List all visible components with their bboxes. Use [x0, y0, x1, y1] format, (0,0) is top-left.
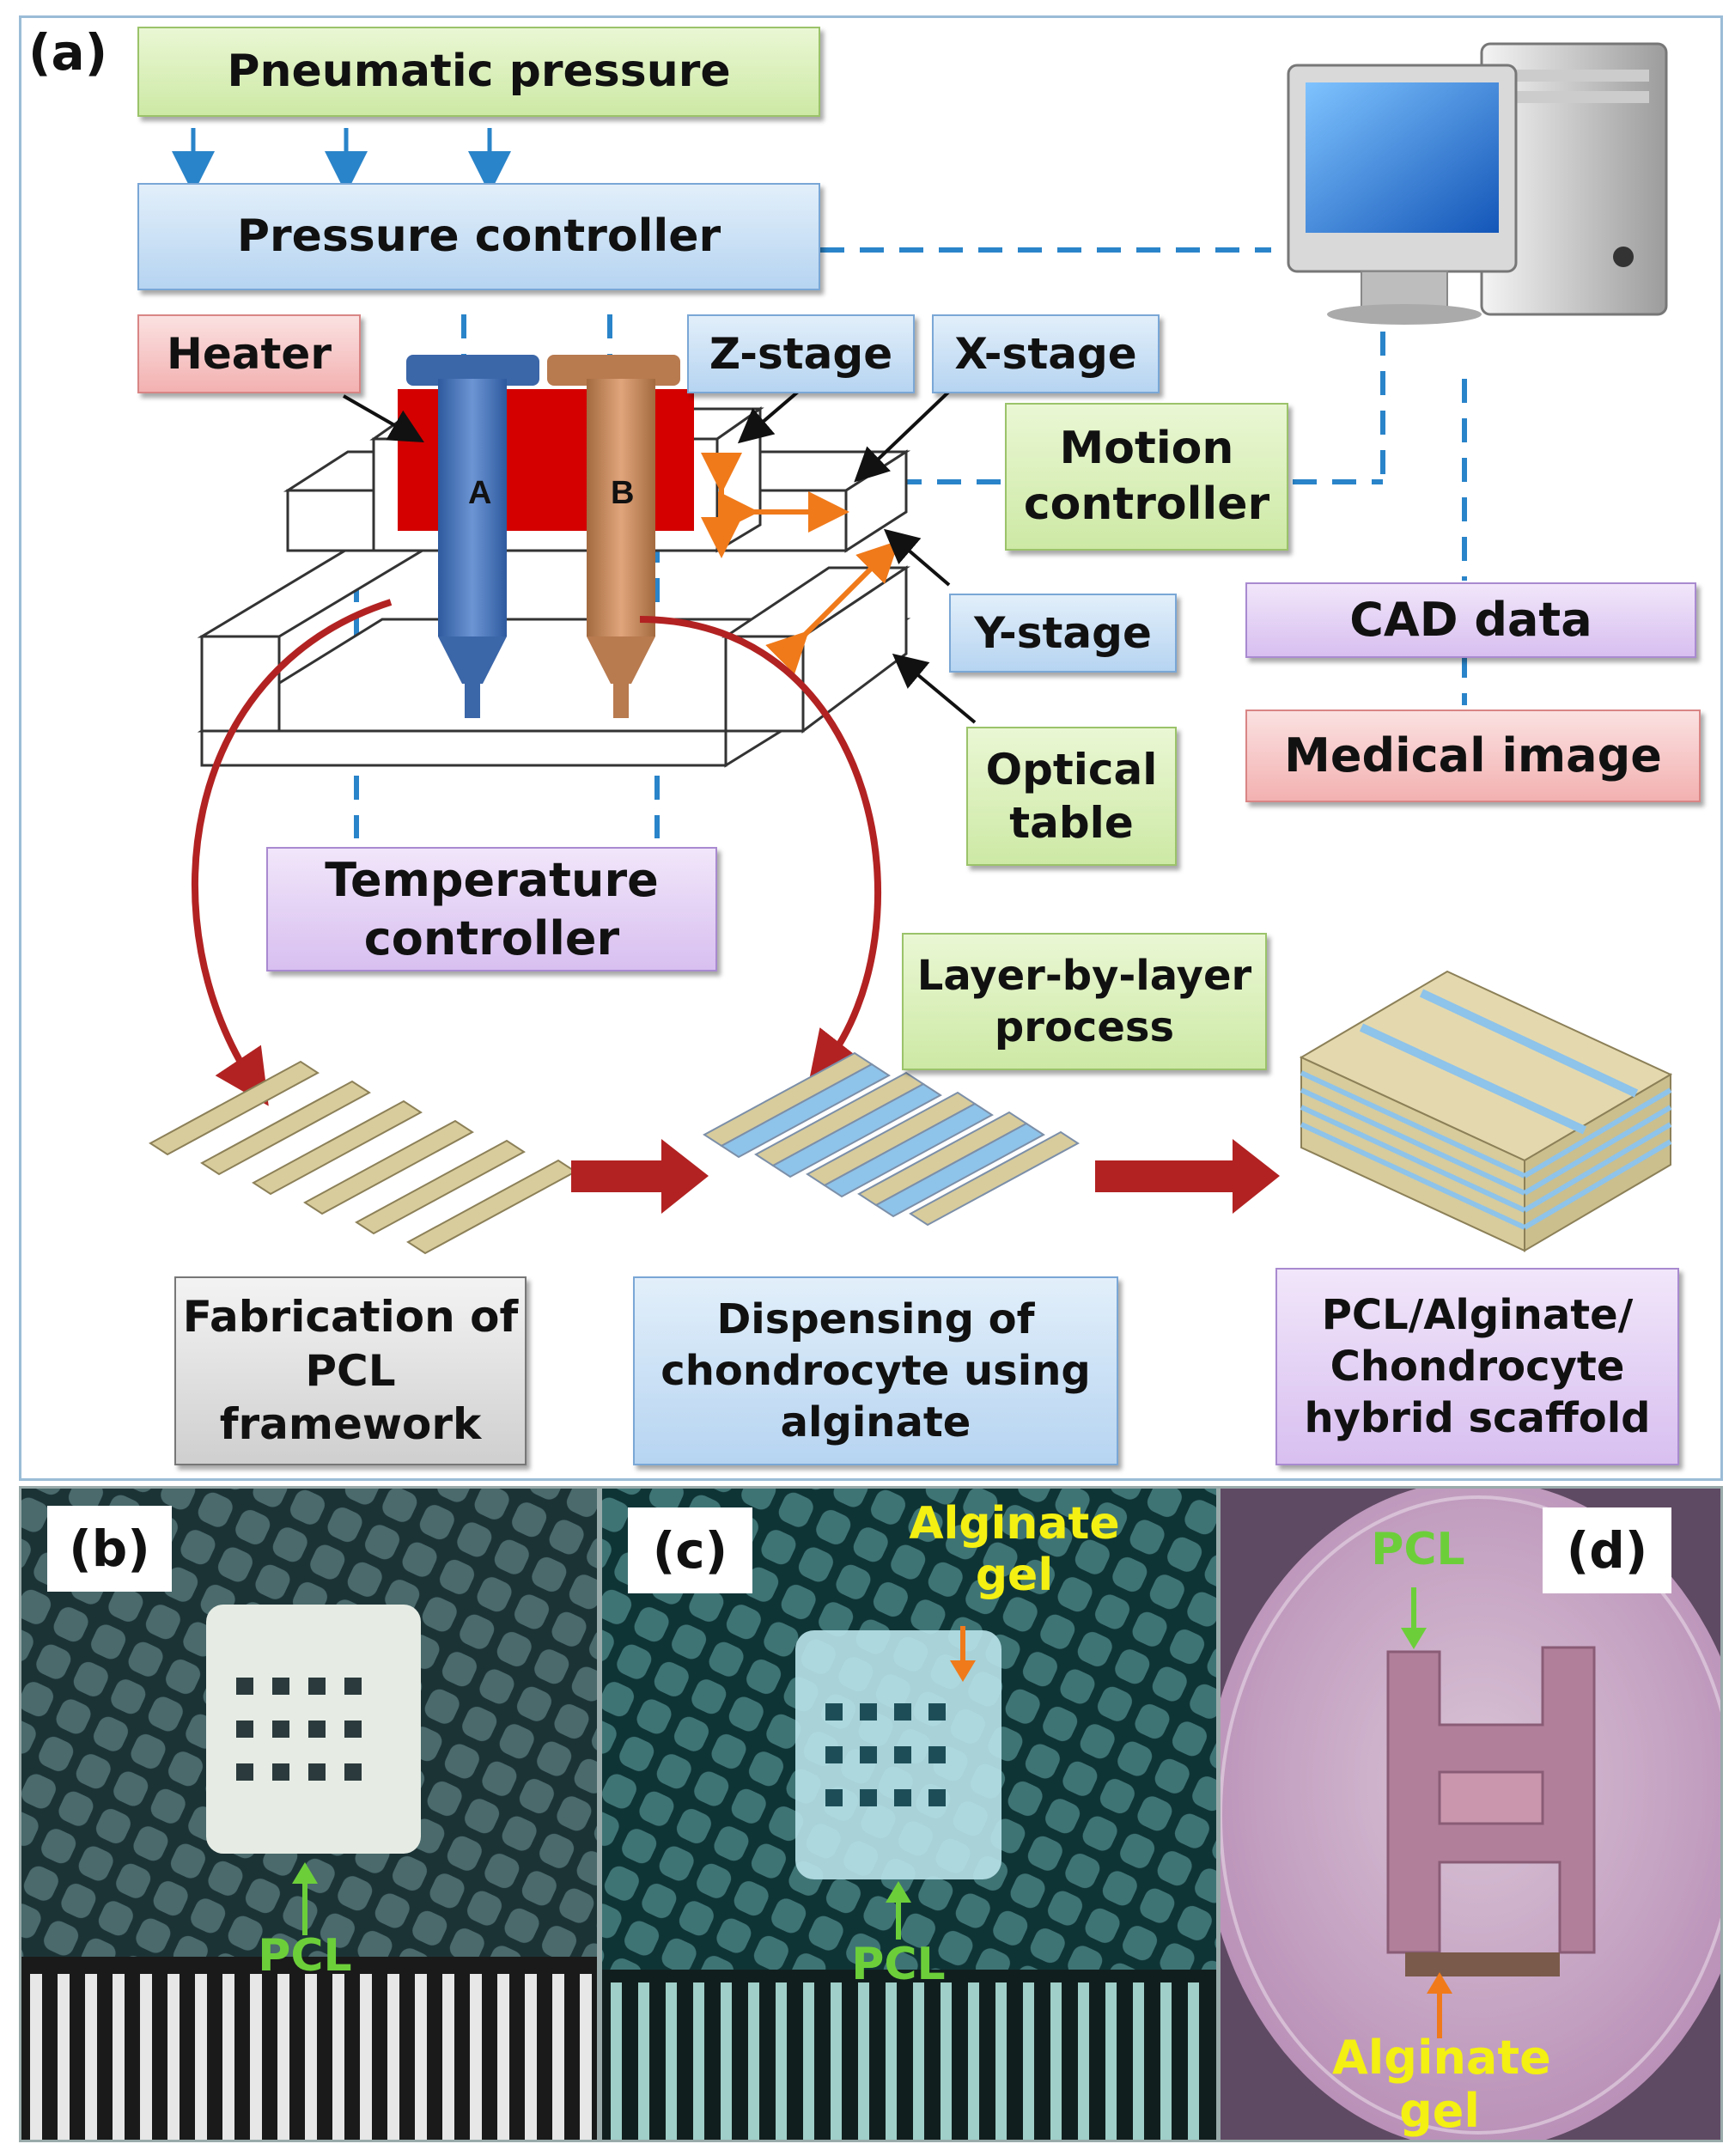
pressure-controller-box: Pressure controller: [137, 183, 820, 290]
pcl-strut-layer: [149, 1060, 577, 1255]
fabrication-box: Fabrication of PCL framework: [174, 1276, 527, 1465]
panel-c-photo: (c) Alginate gel PCL: [600, 1486, 1219, 2142]
medical-image-box: Medical image: [1245, 710, 1701, 802]
panel-b-drawing: [21, 1489, 597, 2140]
x-stage-box: X-stage: [932, 314, 1160, 393]
heater-icon: [398, 389, 694, 531]
panel-d-pcl-label: PCL: [1371, 1524, 1465, 1575]
panel-d-alginate-label: Alginate gel: [1332, 2031, 1551, 2139]
heater-box: Heater: [137, 314, 361, 393]
panel-b-photo: (b) PCL: [19, 1486, 600, 2142]
panel-c-label: (c): [628, 1507, 752, 1593]
syringe-a-label: A: [468, 475, 491, 511]
panel-d-label: (d): [1543, 1507, 1671, 1593]
panel-c-pcl-label: PCL: [851, 1939, 946, 1990]
alginate-strut-layer: [703, 1051, 1080, 1227]
hybrid-scaffold-box: PCL/Alginate/ Chondrocyte hybrid scaffol…: [1275, 1268, 1679, 1465]
pcl-scaffold-image: [206, 1605, 421, 1854]
panel-b-label: (b): [47, 1506, 172, 1592]
alginate-scaffold-image: [795, 1630, 1001, 1879]
panel-a: A B (a) Pneumatic pressure Pressure cont…: [19, 15, 1723, 1481]
y-stage-box: Y-stage: [949, 594, 1177, 673]
syringe-a-icon: [406, 355, 539, 718]
optical-table-box: Optical table: [966, 727, 1177, 866]
panel-a-label: (a): [28, 23, 108, 82]
pneumatic-pressure-box: Pneumatic pressure: [137, 27, 820, 117]
syringe-b-label: B: [611, 475, 634, 511]
dispensing-box: Dispensing of chondrocyte using alginate: [633, 1276, 1118, 1465]
alginate-gel-construct-image: [1386, 1646, 1596, 1954]
panel-d-drawing: [1221, 1489, 1720, 2140]
cad-data-box: CAD data: [1245, 582, 1696, 658]
z-stage-box: Z-stage: [687, 314, 915, 393]
curved-arrow-alginate: [639, 616, 882, 1088]
temperature-controller-box: Temperature controller: [266, 847, 717, 971]
syringe-b-icon: [547, 355, 680, 718]
panel-c-alginate-label: Alginate gel: [909, 1498, 1120, 1601]
process-arrow: [571, 1139, 709, 1214]
pointer-arrows: [343, 386, 977, 724]
hybrid-scaffold-icon: [1299, 970, 1673, 1252]
panel-b-pcl-label: PCL: [258, 1930, 352, 1982]
curved-arrow-pcl: [192, 599, 393, 1106]
panel-d-photo: (d) PCL Alginate gel: [1218, 1486, 1723, 2142]
layer-by-layer-box: Layer-by-layer process: [902, 933, 1267, 1070]
panel-a-drawing: A B: [149, 42, 1673, 1255]
process-arrow: [1095, 1139, 1280, 1214]
motion-controller-box: Motion controller: [1005, 403, 1288, 551]
computer-icon: [1287, 42, 1668, 325]
y-motion-arrow: [765, 540, 899, 674]
panel-c-drawing: [602, 1489, 1216, 2140]
